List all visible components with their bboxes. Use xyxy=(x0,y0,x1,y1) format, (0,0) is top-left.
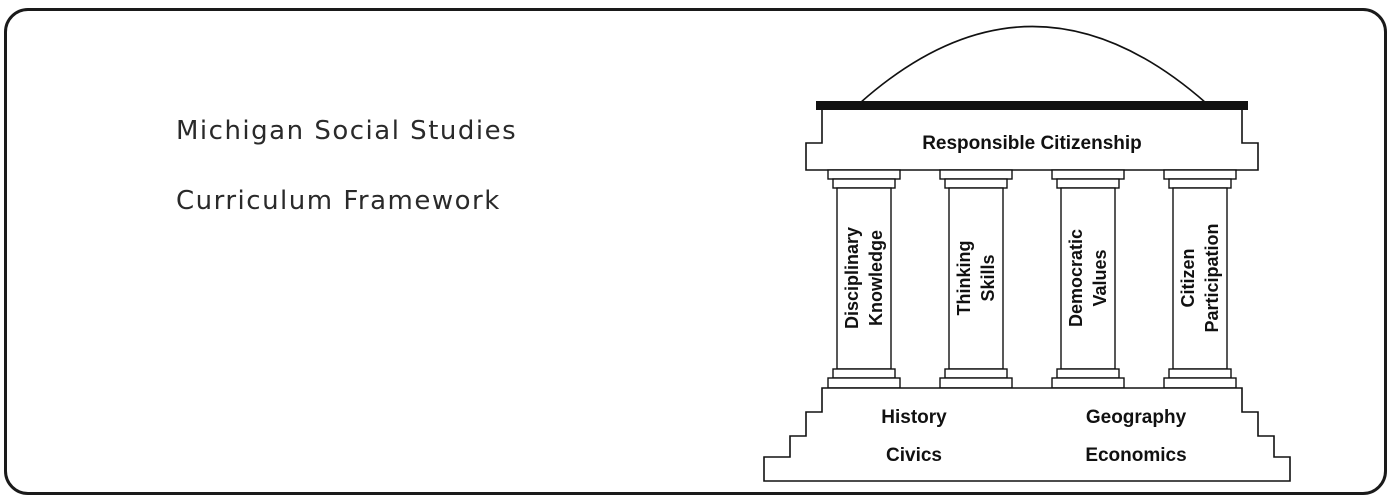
pillar-label-thinking-skills: Thinking xyxy=(954,241,974,316)
pillar-capital xyxy=(1163,169,1237,180)
pillar-base xyxy=(944,368,1008,379)
entablature xyxy=(805,110,1259,171)
roof-label: Responsible Citizenship xyxy=(922,133,1142,154)
pillar-base xyxy=(1168,368,1232,379)
pillar-label-democratic-values: Values xyxy=(1090,249,1110,306)
title-line-2: Curriculum Framework xyxy=(176,186,501,216)
foundation-label-geography: Geography xyxy=(1086,407,1187,428)
dome xyxy=(859,25,1207,104)
pillar-capital xyxy=(944,178,1008,189)
pillar-base xyxy=(832,368,896,379)
pillar-label-disciplinary-knowledge: Knowledge xyxy=(866,230,886,326)
roof-beam xyxy=(816,101,1248,110)
pillar-base xyxy=(939,377,1013,389)
title-line-1: Michigan Social Studies xyxy=(176,116,518,146)
pillar-capital xyxy=(1051,169,1125,180)
foundation-steps xyxy=(763,387,1291,482)
pillar-capital xyxy=(1168,178,1232,189)
pillar-capital xyxy=(832,178,896,189)
foundation-label-civics: Civics xyxy=(886,445,942,466)
pillar-base xyxy=(1051,377,1125,389)
pillar-label-thinking-skills: Skills xyxy=(978,254,998,301)
pillar-shaft xyxy=(948,187,1004,370)
foundation-label-history: History xyxy=(881,407,947,428)
pillar-shaft xyxy=(1172,187,1228,370)
pillar-shaft xyxy=(836,187,892,370)
pillar-label-disciplinary-knowledge: Disciplinary xyxy=(842,227,862,329)
pillar-capital xyxy=(827,169,901,180)
pillar-label-democratic-values: Democratic xyxy=(1066,229,1086,327)
foundation-label-economics: Economics xyxy=(1085,445,1186,466)
pillar-base xyxy=(827,377,901,389)
pillar-label-citizen-participation: Participation xyxy=(1202,223,1222,332)
diagram-frame xyxy=(4,8,1387,495)
pillar-base xyxy=(1163,377,1237,389)
pillar-label-citizen-participation: Citizen xyxy=(1178,248,1198,307)
pillar-base xyxy=(1056,368,1120,379)
pillar-capital xyxy=(1056,178,1120,189)
pillar-capital xyxy=(939,169,1013,180)
